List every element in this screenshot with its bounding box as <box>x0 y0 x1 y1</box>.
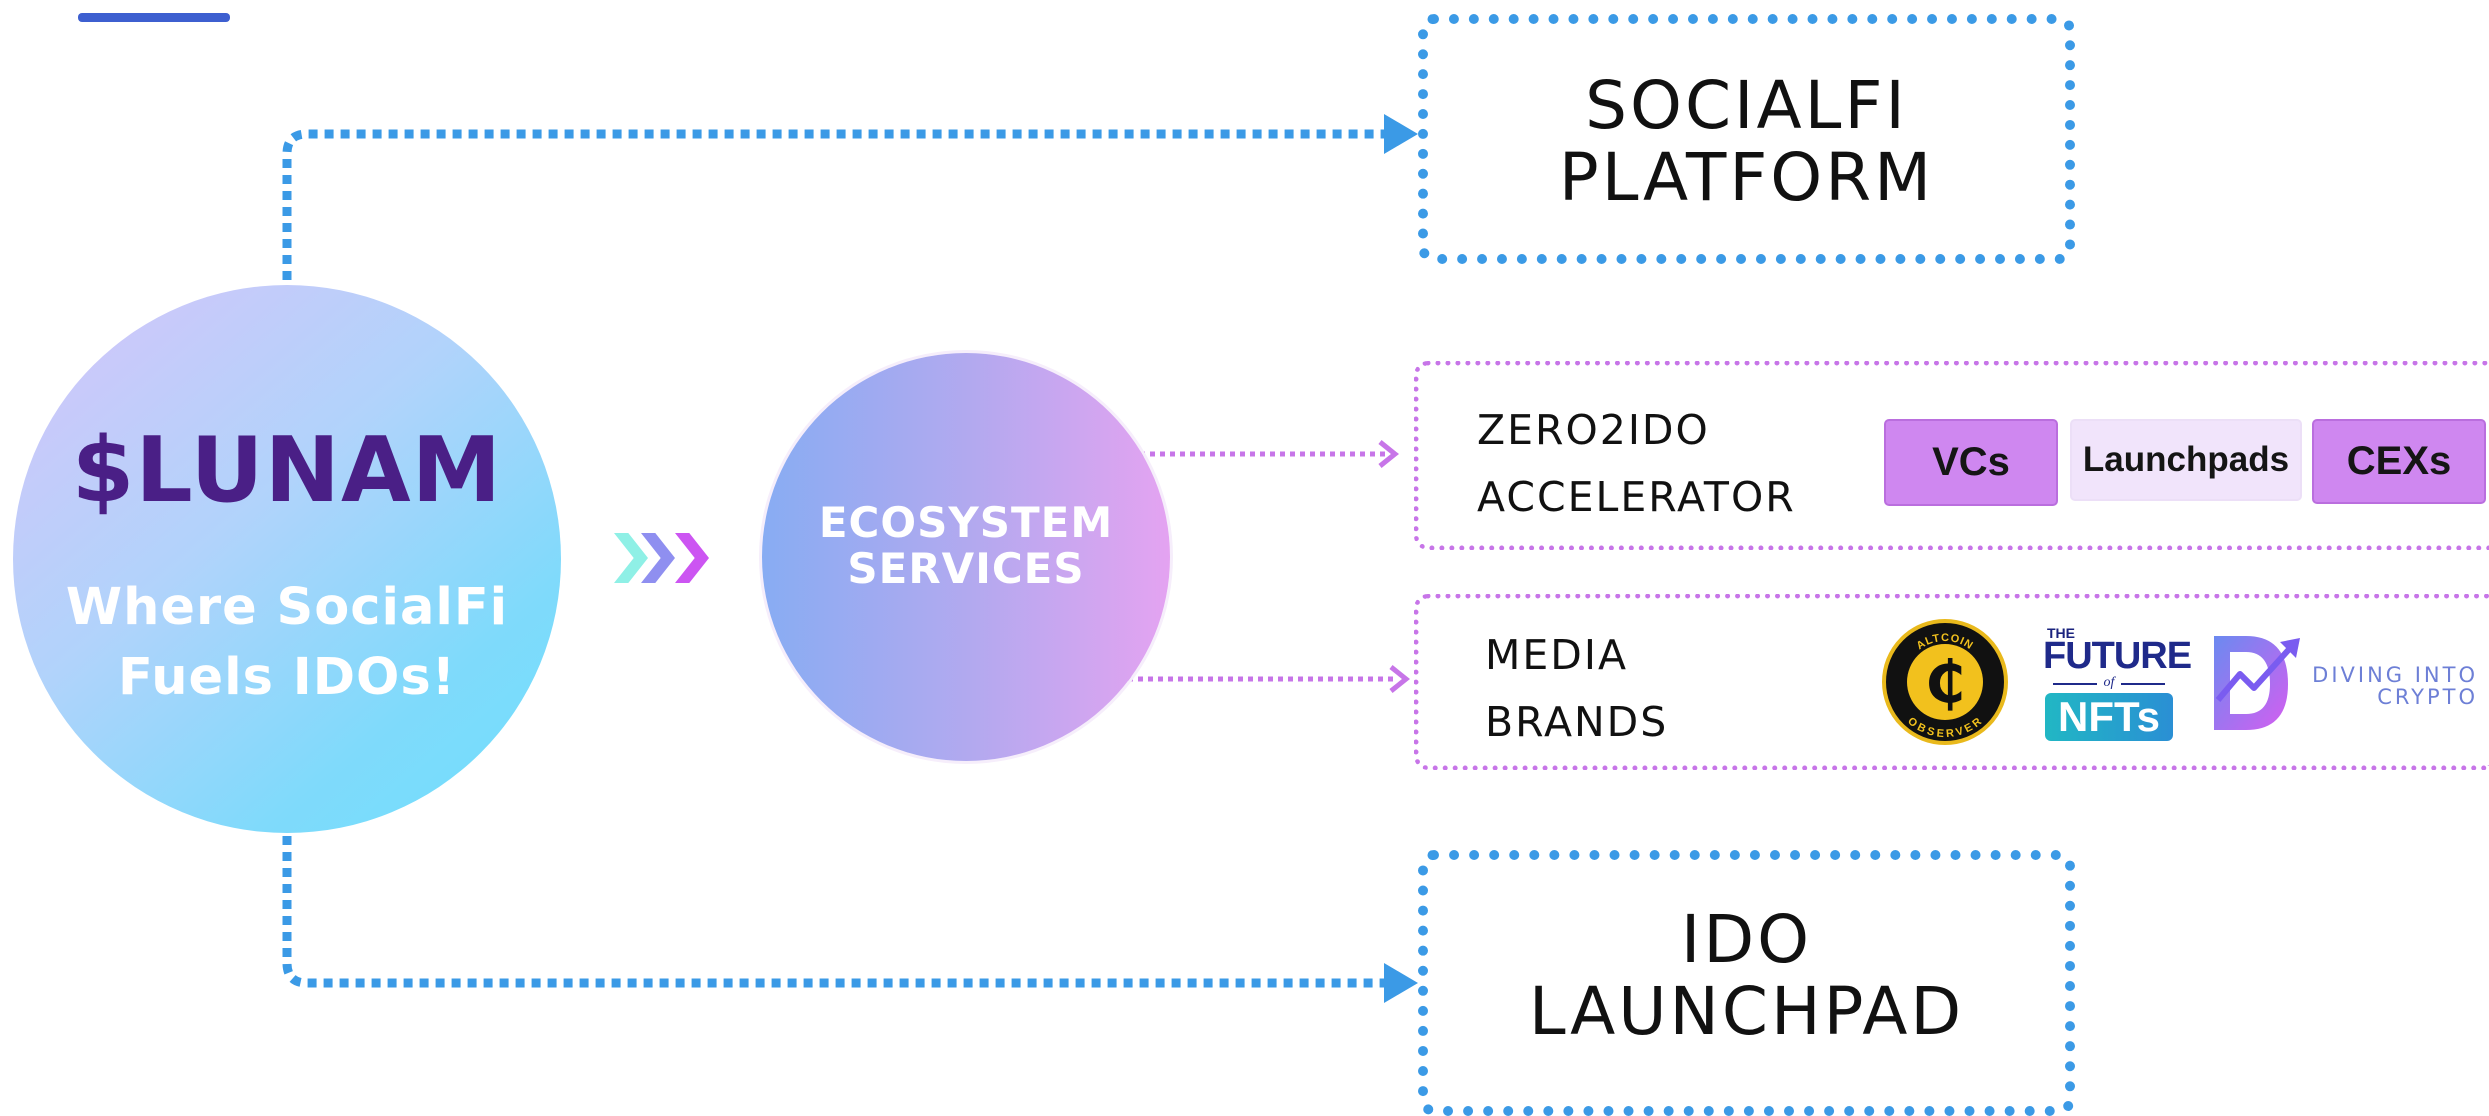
vcs-chip: VCs <box>1884 419 2058 506</box>
accelerator-line-2: ACCELERATOR <box>1477 473 1796 521</box>
future-of-nfts-logo: THE FUTURE of NFTs <box>2043 625 2192 741</box>
future-of-text: of <box>2103 675 2115 690</box>
future-the-text: THE <box>2047 625 2075 641</box>
socialfi-platform-box: SOCIALFI PLATFORM <box>1418 14 2075 264</box>
launchpads-chip: Launchpads <box>2070 419 2302 501</box>
cexs-chip: CEXs <box>2312 419 2486 504</box>
socialfi-line-2: PLATFORM <box>1558 139 1935 216</box>
altcoin-ring-bottom-text: OBSERVER <box>1905 715 1983 740</box>
socialfi-line-1: SOCIALFI <box>1585 67 1908 144</box>
altcoin-observer-logo: ALTCOIN OBSERVER ₵ <box>1882 619 2008 745</box>
ecosystem-services-label: ECOSYSTEM SERVICES <box>762 500 1170 592</box>
svg-text:OBSERVER: OBSERVER <box>1905 715 1984 740</box>
accelerator-line-1: ZERO2IDO <box>1477 406 1710 454</box>
altcoin-ring-top-text: ALTCOIN <box>1914 632 1974 652</box>
connector-hub-to-socialfi <box>282 129 1390 280</box>
diving-line-2: CRYPTO <box>2377 685 2478 709</box>
arrowhead-ido <box>1384 963 1418 1003</box>
diving-line-1: DIVING INTO <box>2312 663 2478 687</box>
services-line-2: SERVICES <box>847 544 1085 593</box>
diving-into-crypto-icon <box>2214 636 2300 730</box>
diving-into-crypto-wordmark: DIVING INTO CRYPTO <box>2298 664 2478 708</box>
future-rule-left <box>2053 683 2097 685</box>
top-accent-bar <box>78 13 230 22</box>
future-nfts-word: NFTs <box>2045 693 2173 741</box>
altcoin-ring-text: ALTCOIN OBSERVER <box>1905 632 1984 740</box>
ido-line-2: LAUNCHPAD <box>1528 973 1965 1050</box>
ido-launchpad-box: IDO LAUNCHPAD <box>1418 850 2075 1116</box>
future-word: FUTURE <box>2043 635 2192 677</box>
connector-hub-to-ido <box>282 836 1390 988</box>
lunam-brand-name: $LUNAM <box>71 418 503 523</box>
arrowhead-accelerator <box>1378 440 1400 468</box>
lunam-hub-circle <box>13 285 561 833</box>
media-line-2: BRANDS <box>1485 698 1669 746</box>
future-rule-right <box>2121 683 2165 685</box>
tagline-line-1: Where SocialFi <box>65 578 509 637</box>
svg-text:ALTCOIN: ALTCOIN <box>1914 632 1975 652</box>
tagline-line-2: Fuels IDOs! <box>117 648 457 707</box>
media-brands-box: MEDIA BRANDS <box>1414 594 2489 770</box>
services-line-1: ECOSYSTEM <box>818 498 1114 547</box>
arrowhead-socialfi <box>1384 114 1418 154</box>
ecosystem-services-circle <box>762 353 1170 761</box>
arrowhead-media <box>1389 665 1411 693</box>
diving-into-crypto-logo: DIVING INTO CRYPTO <box>2206 628 2476 740</box>
media-line-1: MEDIA <box>1485 631 1628 679</box>
ido-line-1: IDO <box>1680 901 1813 978</box>
zero2ido-accelerator-box: ZERO2IDO ACCELERATOR VCs Launchpads CEXs <box>1414 361 2489 550</box>
altcoin-coin-icon: ₵ <box>1907 644 1983 720</box>
lunam-tagline: Where SocialFi Fuels IDOs! <box>13 573 561 713</box>
